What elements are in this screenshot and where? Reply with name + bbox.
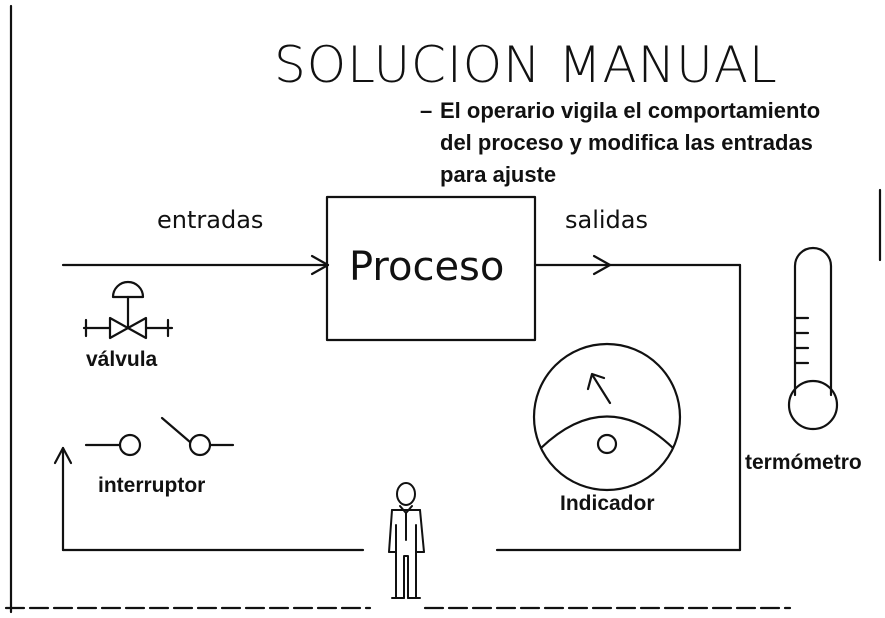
- gauge-icon: [532, 342, 682, 492]
- label-entradas: entradas: [157, 206, 264, 234]
- note-dash: –: [420, 98, 433, 123]
- switch-icon: [84, 416, 235, 457]
- note-line-2: del proceso y modifica las entradas: [440, 130, 813, 155]
- frame-border: [4, 4, 882, 614]
- note-line-3: para ajuste: [440, 162, 557, 187]
- operator-icon: [388, 482, 425, 599]
- label-indicador: Indicador: [560, 492, 655, 515]
- process-box: [325, 195, 537, 342]
- thermometer-icon: [787, 246, 839, 431]
- label-proceso: Proceso: [349, 244, 505, 290]
- feedback-arrow: [53, 446, 365, 552]
- label-valvula: válvula: [86, 348, 158, 371]
- note-line-1: El operario vigila el comportamiento: [440, 98, 821, 123]
- diagram-title: SOLUCION MANUAL: [274, 36, 778, 94]
- output-arrow: [495, 254, 742, 552]
- label-salidas: salidas: [565, 206, 648, 234]
- valve-icon: [82, 280, 174, 340]
- label-termometro: termómetro: [745, 451, 862, 474]
- label-interruptor: interruptor: [98, 474, 206, 497]
- input-arrow: [61, 254, 330, 276]
